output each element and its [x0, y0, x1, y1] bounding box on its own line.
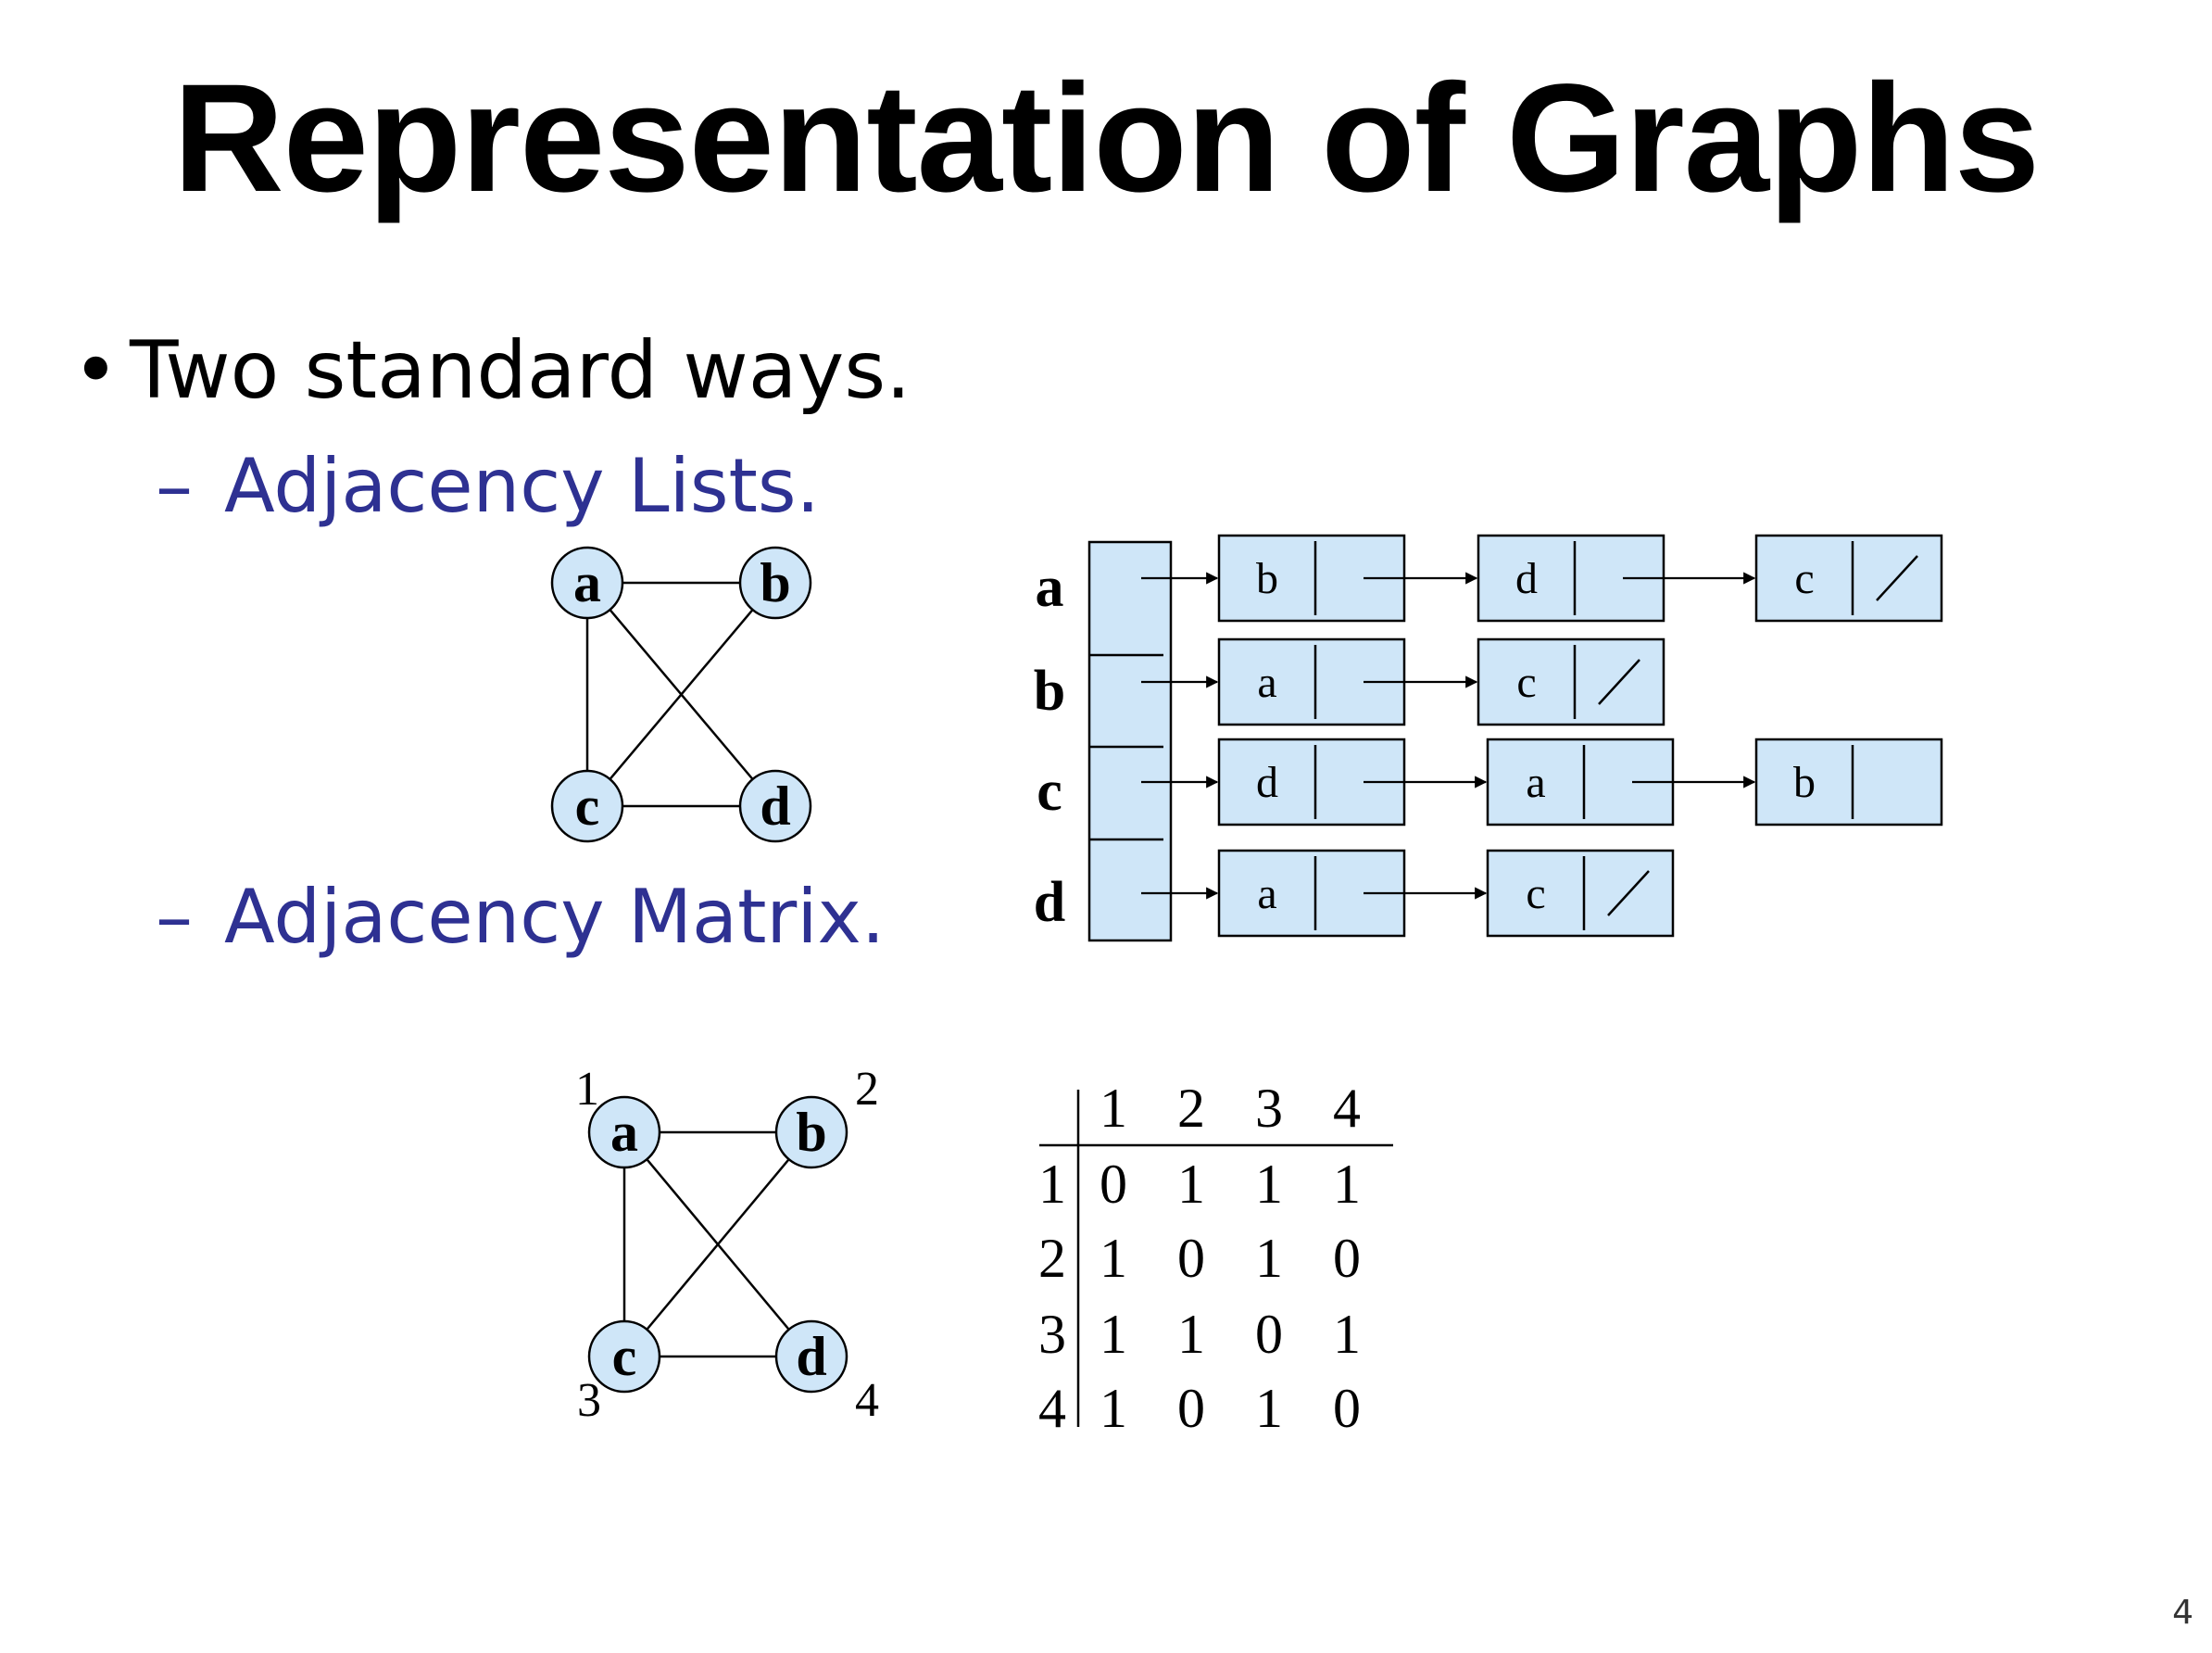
list-head-label: d [1034, 871, 1065, 934]
list-node [1754, 534, 1943, 623]
vertex-number-label: 4 [855, 1374, 879, 1427]
bullet-item: •Two standard ways. [72, 324, 911, 417]
graph-edge-b-c [623, 1131, 812, 1357]
vertex-number-label: 3 [577, 1374, 601, 1427]
matrix-cell: 1 [1177, 1304, 1205, 1365]
sub-item-text: Adjacency Lists. [224, 443, 820, 529]
nil-pointer-slash [1598, 659, 1640, 705]
bullet-text: Two standard ways. [130, 324, 911, 417]
vertex-number-label: 1 [575, 1063, 599, 1116]
sub-item-adjacency-lists: –Adjacency Lists. [156, 440, 820, 533]
list-node [1486, 849, 1675, 938]
adjacency-list-graph: a b c d [550, 546, 812, 843]
list-node-label: c [1516, 658, 1536, 707]
nil-pointer-slash [1607, 870, 1650, 916]
list-node-label: d [1256, 758, 1278, 807]
graph-node-label: a [573, 552, 601, 613]
graph-node-b [774, 1095, 848, 1169]
matrix-row-header: 1 [1038, 1154, 1066, 1215]
sub-item-adjacency-matrix: –Adjacency Matrix. [156, 871, 885, 964]
list-node-label: b [1256, 554, 1278, 603]
list-node [1754, 738, 1943, 826]
matrix-cell: 1 [1100, 1304, 1127, 1365]
matrix-cell: 0 [1333, 1228, 1361, 1289]
graph-node-label: a [610, 1102, 638, 1163]
matrix-cell: 1 [1333, 1154, 1361, 1215]
matrix-cell: 0 [1177, 1378, 1205, 1439]
matrix-cell: 0 [1177, 1228, 1205, 1289]
nil-pointer-slash [1876, 555, 1918, 601]
graph-node-c [587, 1319, 661, 1394]
list-node-label: a [1257, 869, 1276, 918]
matrix-cell: 0 [1100, 1154, 1127, 1215]
graph-node-d [738, 769, 812, 843]
matrix-row-header: 3 [1038, 1304, 1066, 1365]
list-head-array [1087, 540, 1173, 942]
list-node-label: c [1794, 554, 1814, 603]
matrix-cell: 0 [1255, 1304, 1283, 1365]
matrix-cell: 1 [1100, 1378, 1127, 1439]
dash-icon: – [156, 874, 193, 960]
graph-node-label: d [760, 776, 790, 837]
matrix-col-header: 1 [1100, 1078, 1127, 1139]
list-node [1477, 637, 1665, 726]
matrix-col-header: 3 [1255, 1078, 1283, 1139]
dash-icon: – [156, 443, 193, 529]
graph-node-label: d [796, 1326, 826, 1387]
list-head-label: b [1034, 660, 1065, 723]
bullet-dot-icon: • [72, 324, 119, 417]
matrix-cell: 1 [1177, 1154, 1205, 1215]
matrix-cell: 1 [1255, 1378, 1283, 1439]
matrix-row-header: 4 [1038, 1378, 1066, 1439]
graph-node-b [738, 546, 812, 620]
list-node-label: d [1515, 554, 1538, 603]
matrix-row-header: 2 [1038, 1228, 1066, 1289]
matrix-col-header: 2 [1177, 1078, 1205, 1139]
graph-node-label: c [575, 776, 600, 837]
matrix-cell: 1 [1100, 1228, 1127, 1289]
graph-node-label: b [760, 552, 790, 613]
graph-node-a [587, 1095, 661, 1169]
slide-title: Representation of Graphs [172, 53, 2040, 224]
graph-node-label: b [796, 1102, 826, 1163]
graph-node-label: c [612, 1326, 637, 1387]
graph-edge-b-c [586, 582, 776, 807]
adjacency-matrix-graph: a1 b2 c3 d4 [575, 1063, 879, 1427]
page-number: 4 [2172, 1594, 2193, 1632]
matrix-cell: 1 [1333, 1304, 1361, 1365]
list-node-label: c [1526, 869, 1545, 918]
graph-node-a [550, 546, 624, 620]
matrix-col-header: 4 [1333, 1078, 1361, 1139]
matrix-cell: 0 [1333, 1378, 1361, 1439]
matrix-cell: 1 [1255, 1154, 1283, 1215]
matrix-cell: 1 [1255, 1228, 1283, 1289]
list-node-label: b [1793, 758, 1816, 807]
list-node-label: a [1257, 658, 1276, 707]
graph-node-d [774, 1319, 848, 1394]
list-node-label: a [1526, 758, 1545, 807]
graph-node-c [550, 769, 624, 843]
sub-item-text: Adjacency Matrix. [224, 874, 886, 960]
vertex-number-label: 2 [855, 1063, 879, 1116]
list-head-label: c [1037, 760, 1062, 823]
list-head-label: a [1036, 556, 1064, 619]
